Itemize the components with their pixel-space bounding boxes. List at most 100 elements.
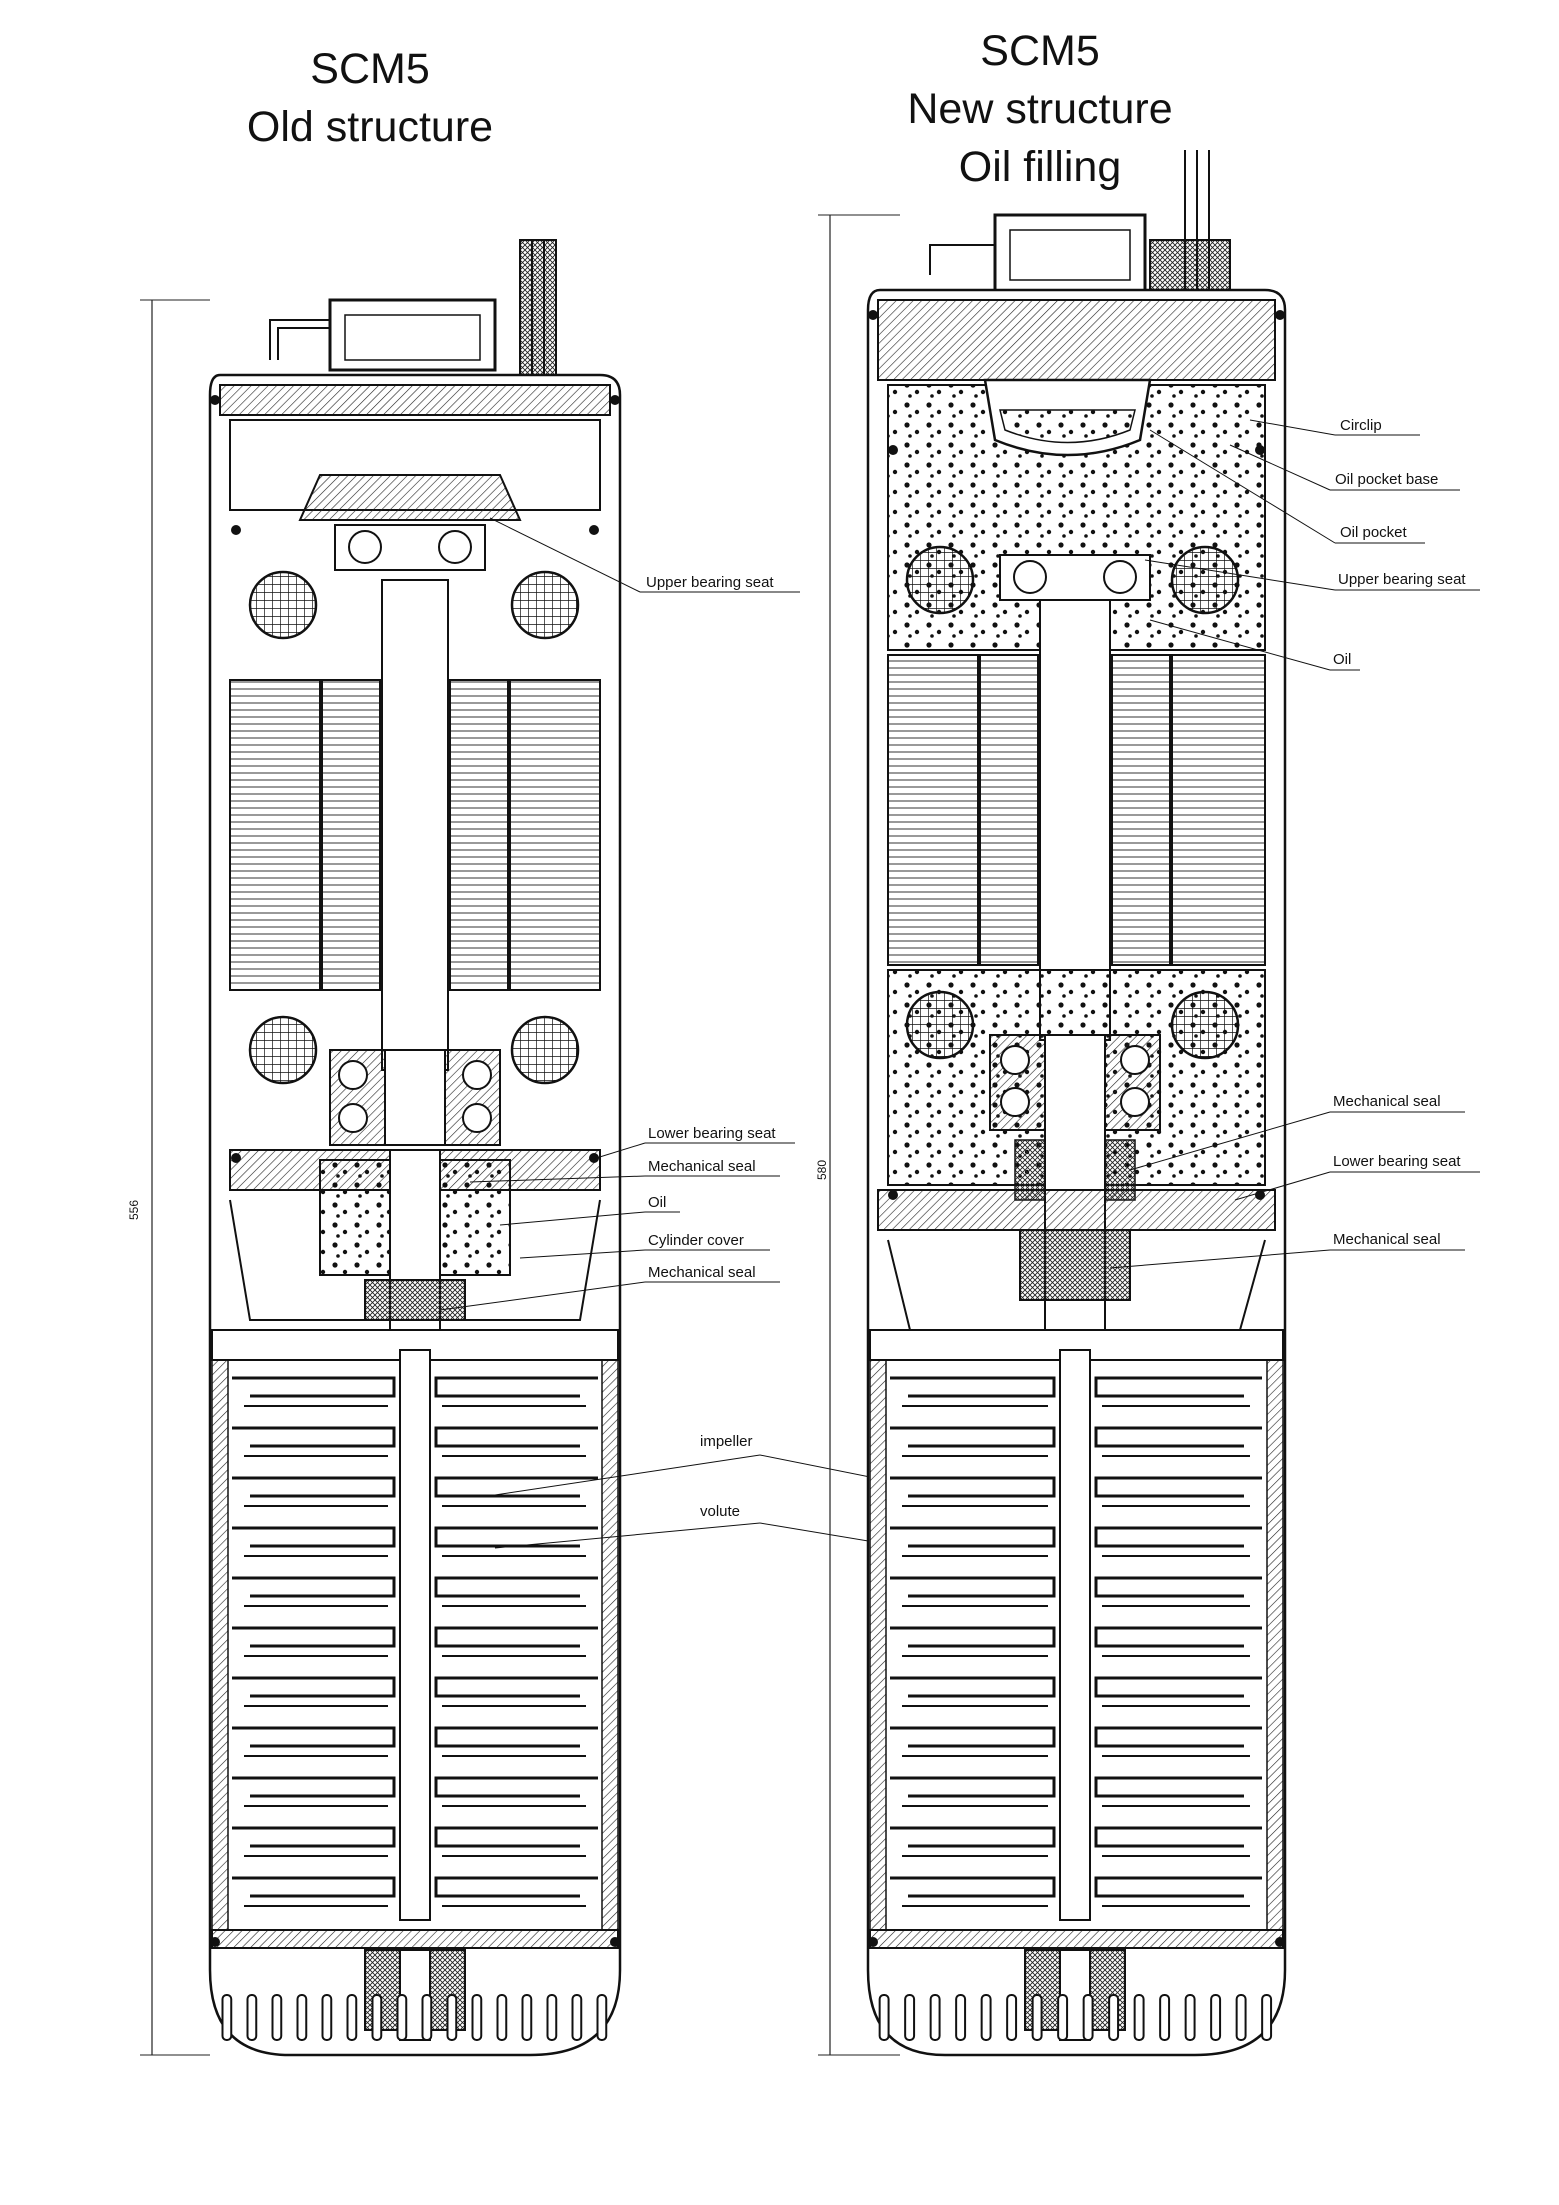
impeller-stage (890, 1576, 1056, 1598)
inlet-slot (571, 1994, 583, 2041)
new-label-upper-bearing-seat: Upper bearing seat (1338, 571, 1466, 588)
impeller-stage (1094, 1776, 1262, 1798)
inlet-slot (1261, 1994, 1273, 2041)
impeller-stage (1094, 1476, 1262, 1498)
new-hydraulic-section (869, 1329, 1284, 1949)
inlet-slot (296, 1994, 308, 2041)
impeller-stage (434, 1526, 598, 1548)
new-upper-oil-chamber (887, 378, 1266, 651)
inlet-slot (929, 1994, 941, 2041)
inlet-slot (1210, 1994, 1222, 2041)
old-structure-pump: 556 (127, 239, 622, 2057)
impeller-stage (434, 1426, 598, 1448)
impeller-stage (890, 1726, 1056, 1748)
new-title-line2: New structure (907, 85, 1173, 133)
impeller-stage (232, 1376, 396, 1398)
old-title-line1: SCM5 (310, 45, 430, 93)
shared-labels: impeller volute (494, 1433, 911, 1549)
inlet-slot (1031, 1994, 1043, 2041)
inlet-slot (271, 1994, 283, 2041)
impeller-stage (890, 1676, 1056, 1698)
inlet-slot (446, 1994, 458, 2041)
impeller-stage (232, 1626, 396, 1648)
new-impeller-stages (890, 1376, 1262, 1907)
impeller-stage (1094, 1626, 1262, 1648)
new-label-oil-pocket: Oil pocket (1340, 524, 1408, 541)
inlet-slot (421, 1994, 433, 2041)
inlet-slot (346, 1994, 358, 2041)
impeller-stage (1094, 1576, 1262, 1598)
old-lower-winding-left (248, 1015, 318, 1085)
new-label-circlip: Circlip (1340, 417, 1382, 434)
impeller-stage (890, 1476, 1056, 1498)
new-top-cap (929, 213, 1147, 297)
old-impeller-stages (232, 1376, 598, 1907)
old-dimension-text: 556 (127, 1200, 141, 1220)
new-title-line3: Oil filling (958, 143, 1122, 191)
impeller-stage (232, 1726, 396, 1748)
new-label-mechanical-seal-1: Mechanical seal (1333, 1093, 1441, 1110)
inlet-slot (521, 1994, 533, 2041)
impeller-stage (232, 1576, 396, 1598)
inlet-slot (396, 1994, 408, 2041)
impeller-stage (1094, 1526, 1262, 1548)
inlet-slot (321, 1994, 333, 2041)
impeller-stage (1094, 1676, 1262, 1698)
old-seal-chamber (229, 1149, 601, 1341)
inlet-slot (878, 1994, 890, 2041)
inlet-slot (904, 1994, 916, 2041)
impeller-stage (1094, 1876, 1262, 1898)
new-stator-rotor (887, 599, 1266, 1041)
inlet-slot (980, 1994, 992, 2041)
inlet-slot (371, 1994, 383, 2041)
old-o-rings (210, 395, 620, 1947)
impeller-stage (232, 1676, 396, 1698)
inlet-slot (1159, 1994, 1171, 2041)
new-label-oil-pocket-base: Oil pocket base (1335, 471, 1438, 488)
inlet-slot (1082, 1994, 1094, 2041)
inlet-slot (246, 1994, 258, 2041)
impeller-stage (232, 1526, 396, 1548)
old-title-line2: Old structure (246, 103, 494, 151)
label-volute: volute (700, 1503, 740, 1520)
old-upper-winding-left (248, 570, 318, 640)
impeller-stage (1094, 1426, 1262, 1448)
old-stator-rotor (229, 579, 601, 1071)
old-label-cylinder-cover: Cylinder cover (648, 1232, 744, 1249)
impeller-stage (1094, 1826, 1262, 1848)
old-upper-winding-right (510, 570, 580, 640)
new-inlet-section (878, 1949, 1273, 2041)
old-inlet-section (221, 1949, 608, 2041)
old-dimension-line: 556 (127, 299, 210, 2056)
old-label-upper-bearing-seat: Upper bearing seat (646, 574, 774, 591)
impeller-stage (434, 1476, 598, 1498)
impeller-stage (890, 1426, 1056, 1448)
inlet-slot (1133, 1994, 1145, 2041)
old-labels: Upper bearing seat Lower bearing seat Me… (439, 517, 800, 1311)
impeller-stage (890, 1626, 1056, 1648)
impeller-stage (890, 1376, 1056, 1398)
impeller-stage (890, 1826, 1056, 1848)
impeller-stage (232, 1426, 396, 1448)
old-label-lower-bearing-seat: Lower bearing seat (648, 1125, 776, 1142)
new-top-flange (877, 299, 1276, 381)
new-structure-pump: 580 (815, 150, 1287, 2057)
impeller-stage (890, 1776, 1056, 1798)
impeller-stage (1094, 1376, 1262, 1398)
impeller-stage (434, 1676, 598, 1698)
impeller-stage (434, 1876, 598, 1898)
old-lower-bearing-housing (329, 1049, 501, 1146)
old-label-mechanical-seal-2: Mechanical seal (648, 1264, 756, 1281)
old-top-cap (269, 298, 497, 372)
impeller-stage (890, 1526, 1056, 1548)
impeller-stage (1094, 1726, 1262, 1748)
impeller-stage (232, 1826, 396, 1848)
inlet-slot (1108, 1994, 1120, 2041)
inlet-slot (1057, 1994, 1069, 2041)
new-dimension-line: 580 (815, 214, 900, 2056)
old-lower-winding-right (510, 1015, 580, 1085)
old-label-oil: Oil (648, 1194, 666, 1211)
old-label-mechanical-seal-1: Mechanical seal (648, 1158, 756, 1175)
impeller-stage (434, 1776, 598, 1798)
